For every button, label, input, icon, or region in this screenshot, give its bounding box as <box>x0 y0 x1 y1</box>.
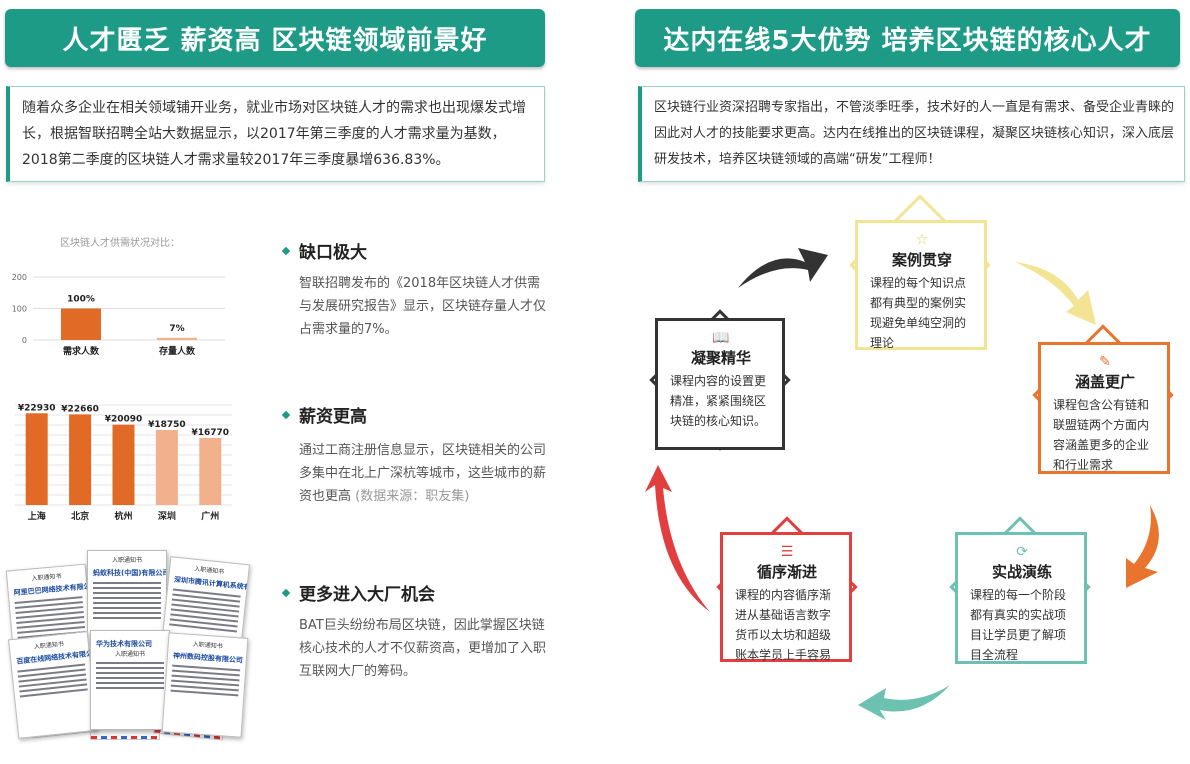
offer-letter: 入职通知书百度在线网络技术有限公司 <box>7 631 99 739</box>
node-case-study: ☆ 案例贯穿 课程的每个知识点都有典型的案例实现避免单纯空洞的理论 <box>855 220 987 350</box>
bar <box>199 437 222 505</box>
arrow-black <box>738 248 828 288</box>
x-tick-label: 广州 <box>201 510 219 522</box>
data-label: ¥18750 <box>148 420 186 430</box>
section-body-salary: 通过工商注册信息显示，区块链相关的公司多集中在北上广深杭等城市，这些城市的薪资也… <box>299 443 547 504</box>
document-star-icon: ☆ <box>915 232 929 248</box>
node-practice: ⟳ 实战演练 课程的每一个阶段都有真实的实战项目让学员更了解项目全流程 <box>955 532 1087 664</box>
supply-demand-chart: 区块链人才供需状况对比： 200 100 0 100% 需求人数 7% 存量人数 <box>12 236 225 357</box>
data-label: 100% <box>67 295 95 305</box>
bar <box>61 308 101 340</box>
y-tick-label: 100 <box>12 305 27 314</box>
right-banner: 达内在线5大优势 培养区块链的核心人才 <box>635 9 1180 67</box>
offer-letter: 华为技术有限公司入职通知书 <box>90 630 170 730</box>
data-label: ¥20090 <box>105 415 143 425</box>
left-intro: 随着众多企业在相关领域铺开业务，就业市场对区块链人才的需求也出现爆发式增长，根据… <box>6 86 545 182</box>
section-body-bigcorp: BAT巨头纷纷布局区块链，因此掌握区块链核心技术的人才不仅薪资高，更增加了入职互… <box>299 618 547 679</box>
city-salary-chart: ¥22930 上海 ¥22660 北京 ¥20090 杭州 ¥18750 深圳 ¥16770 广州 <box>15 403 232 522</box>
cycle-arrows <box>645 248 1159 720</box>
database-icon: ☰ <box>780 544 794 560</box>
section-title-salary: 薪资更高 <box>281 402 367 427</box>
y-tick-label: 200 <box>12 273 27 282</box>
data-label: ¥22660 <box>61 404 99 414</box>
arrow-yellow <box>1015 262 1096 325</box>
offer-letters-illustration: 入职通知书阿里巴巴网络技术有限公司 入职通知书蚂蚁科技(中国)有限公司 入职通知… <box>5 545 255 760</box>
arrow-orange <box>1126 505 1159 588</box>
x-tick-label: 需求人数 <box>63 345 100 357</box>
node-progressive: ☰ 循序渐进 课程的内容循序渐进从基础语言数字货币以太坊和超级账本学员上手容易 <box>720 532 852 662</box>
bar <box>25 413 48 505</box>
offer-letter: 入职通知书神州数码控股有限公司 <box>161 632 249 738</box>
data-label: 7% <box>169 324 184 334</box>
bar <box>155 430 178 505</box>
x-tick-label: 杭州 <box>114 510 132 522</box>
arrow-red <box>645 465 710 612</box>
section-body-gap: 智联招聘发布的《2018年区块链人才供需与发展研究报告》显示，区块链存量人才仅占… <box>299 276 547 337</box>
left-banner: 人才匮乏 薪资高 区块链领域前景好 <box>5 9 545 67</box>
x-tick-label: 深圳 <box>158 510 176 522</box>
diamond-bullet-icon <box>281 588 291 598</box>
right-intro: 区块链行业资深招聘专家指出，不管淡季旺季，技术好的人一直是有需求、备受企业青睐的… <box>638 86 1185 182</box>
refresh-icon: ⟳ <box>1016 544 1028 560</box>
data-label: ¥22930 <box>18 403 56 413</box>
node-coverage: ✎ 涵盖更广 课程包含公有链和联盟链两个方面内容涵盖更多的企业和行业需求 <box>1038 342 1170 474</box>
x-tick-label: 北京 <box>71 510 89 522</box>
x-tick-label: 上海 <box>28 510 46 522</box>
section-title-bigcorp: 更多进入大厂机会 <box>281 580 435 605</box>
node-essence: 📖 凝聚精华 课程内容的设置更精准，紧紧围绕区块链的核心知识。 <box>655 318 785 450</box>
x-tick-label: 存量人数 <box>159 345 196 357</box>
data-source-note: (数据来源：职友集) <box>355 489 470 504</box>
bar <box>69 414 92 505</box>
diamond-bullet-icon <box>281 410 291 420</box>
arrow-teal <box>858 685 950 720</box>
chart-title: 区块链人才供需状况对比： <box>60 236 180 249</box>
data-label: ¥16770 <box>192 428 230 438</box>
edit-icon: ✎ <box>1099 354 1111 370</box>
diamond-bullet-icon <box>281 246 291 256</box>
section-title-gap: 缺口极大 <box>281 238 367 263</box>
book-icon: 📖 <box>712 330 730 346</box>
y-tick-label: 0 <box>22 336 27 345</box>
bar <box>157 337 197 340</box>
bar <box>112 424 135 505</box>
